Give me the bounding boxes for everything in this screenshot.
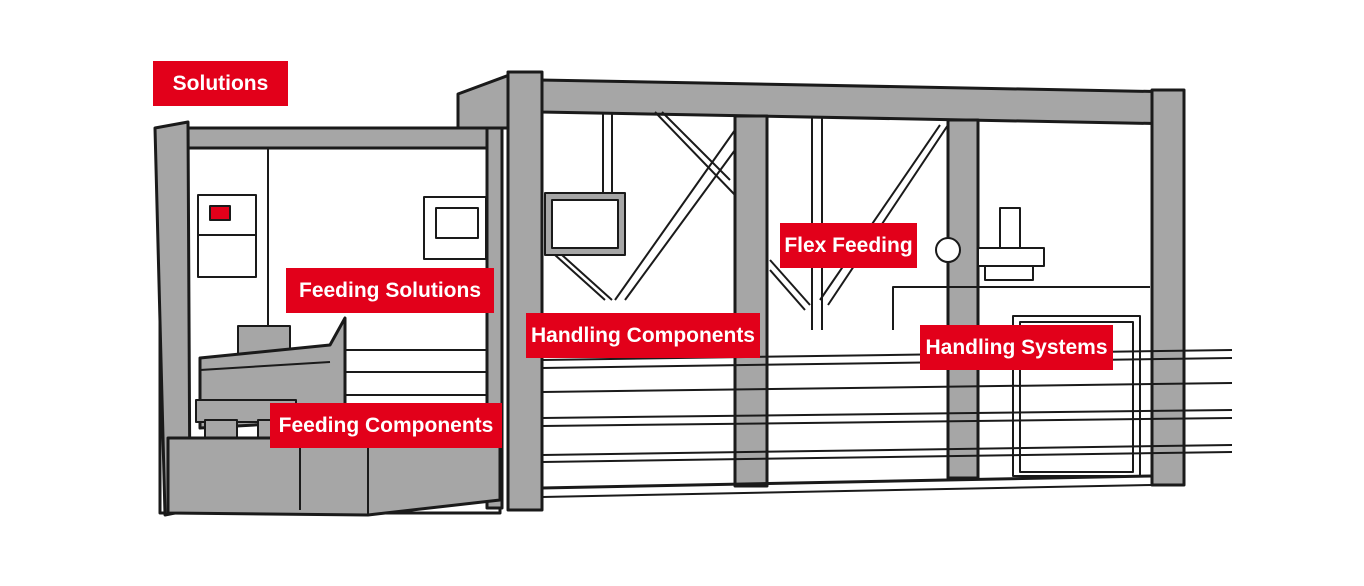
handling-systems-label[interactable]: Handling Systems	[920, 325, 1113, 370]
left-cabinet	[153, 120, 504, 517]
flex-feeding-label[interactable]: Flex Feeding	[780, 223, 917, 268]
feeding-components-label[interactable]: Feeding Components	[270, 403, 502, 448]
solutions-label[interactable]: Solutions	[153, 61, 288, 106]
handling-components-label[interactable]: Handling Components	[526, 313, 760, 358]
feeding-solutions-label[interactable]: Feeding Solutions	[286, 268, 494, 313]
right-frame	[456, 70, 1233, 512]
